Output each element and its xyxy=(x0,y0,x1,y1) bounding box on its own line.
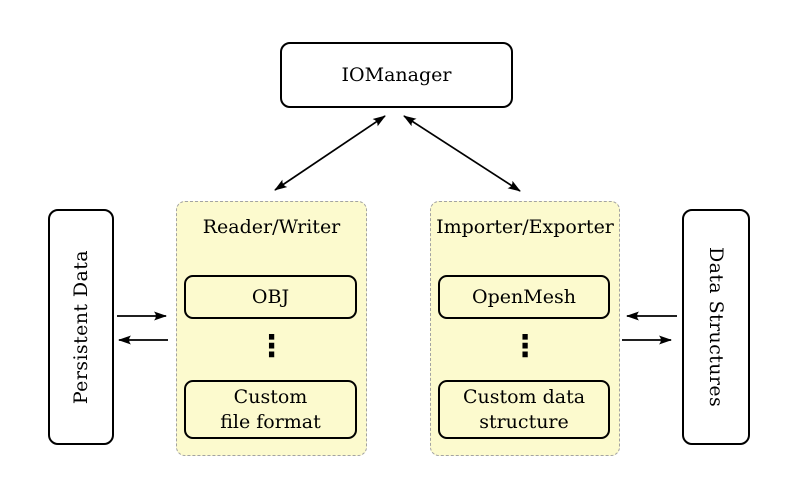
node-openmesh-label: OpenMesh xyxy=(472,286,576,308)
arrow-iomanager-importerexporter-icon xyxy=(403,115,521,192)
group-importer-exporter: Importer/Exporter OpenMesh ⋮ Custom data… xyxy=(430,201,620,456)
node-custom-data-structure: Custom data structure xyxy=(438,380,610,439)
node-obj-label: OBJ xyxy=(251,286,290,308)
node-data-structures: Data Structures xyxy=(682,209,750,445)
node-data-structures-label: Data Structures xyxy=(705,246,727,408)
node-iomanager: IOManager xyxy=(280,42,513,108)
vdots-reader-writer: ⋮ xyxy=(256,329,287,364)
group-reader-writer-title: Reader/Writer xyxy=(202,216,341,238)
node-persistent-data-label: Persistent Data xyxy=(70,249,92,405)
vdots-importer-exporter: ⋮ xyxy=(510,329,540,364)
group-reader-writer: Reader/Writer OBJ ⋮ Custom file format xyxy=(176,201,367,456)
node-iomanager-label: IOManager xyxy=(341,64,452,86)
node-persistent-data: Persistent Data xyxy=(48,209,114,445)
group-importer-exporter-title: Importer/Exporter xyxy=(436,216,614,238)
node-obj: OBJ xyxy=(184,275,357,319)
node-custom-data-structure-label: Custom data structure xyxy=(462,385,586,433)
node-custom-file-format: Custom file format xyxy=(184,380,357,439)
node-custom-file-format-label: Custom file format xyxy=(220,385,321,433)
arrow-iomanager-readerwriter-icon xyxy=(274,115,386,191)
node-openmesh: OpenMesh xyxy=(438,275,610,319)
